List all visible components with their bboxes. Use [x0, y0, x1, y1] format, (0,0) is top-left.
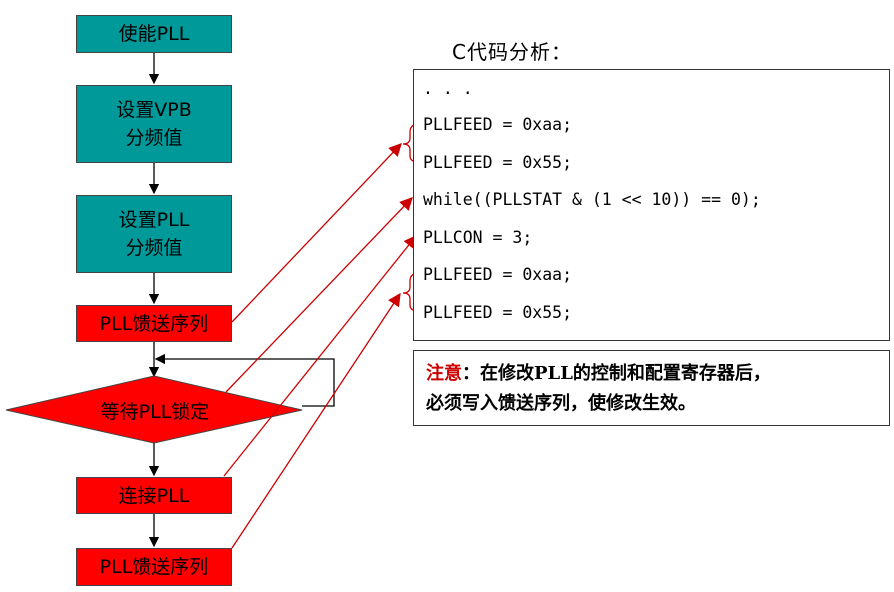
enable-pll-label: 使能PLL: [118, 23, 190, 45]
wait-lock-diamond: [5, 375, 303, 444]
code-line-feed-55-2: PLLFEED = 0x55;: [423, 303, 573, 322]
connect-pll-box: 连接PLL: [76, 477, 232, 514]
map-arrow-feed1: [231, 143, 402, 323]
pll-feed-label-2: PLL馈送序列: [99, 556, 209, 578]
connect-pll-label: 连接PLL: [118, 484, 190, 507]
map-arrow-feed2: [231, 292, 401, 549]
map-arrow-connect: [223, 234, 417, 477]
pll-feed-sequence-box-2: PLL馈送序列: [76, 548, 232, 586]
pll-feed-label-1: PLL馈送序列: [99, 312, 209, 335]
set-vpb-label-line2: 分频值: [125, 127, 183, 149]
note-colon: ：: [462, 363, 480, 384]
note-line-1: 注意：在修改PLL的控制和配置寄存器后，: [426, 359, 889, 389]
feed-brace-2: [402, 272, 420, 312]
code-line-feed-55-1: PLLFEED = 0x55;: [423, 153, 573, 172]
set-pll-divider-box: 设置PLL 分频值: [76, 195, 232, 273]
wait-lock-label: 等待PLL锁定: [100, 400, 210, 423]
set-vpb-divider-box: 设置VPB 分频值: [76, 85, 232, 163]
wait-loop-arrow: [154, 353, 335, 407]
note-text-1: 在修改PLL的控制和配置寄存器后，: [480, 363, 771, 384]
note-label: 注意: [426, 363, 462, 384]
set-vpb-label-line1: 设置VPB: [116, 99, 192, 121]
note-panel: 注意：在修改PLL的控制和配置寄存器后， 必须写入馈送序列，使修改生效。: [413, 350, 890, 426]
code-line-feed-aa-1: PLLFEED = 0xaa;: [423, 115, 573, 134]
set-pll-label-line1: 设置PLL: [118, 209, 190, 231]
code-line-ellipsis: . . .: [423, 79, 473, 98]
pll-feed-sequence-box-1: PLL馈送序列: [76, 305, 232, 342]
note-text-2: 必须写入馈送序列，使修改生效。: [426, 393, 696, 414]
code-analysis-title: C代码分析：: [452, 40, 572, 64]
code-line-pllcon: PLLCON = 3;: [423, 228, 533, 247]
code-panel: . . . PLLFEED = 0xaa; PLLFEED = 0x55; wh…: [413, 69, 890, 341]
code-line-feed-aa-2: PLLFEED = 0xaa;: [423, 265, 573, 284]
feed-brace-1: [402, 123, 420, 163]
set-pll-label-line2: 分频值: [125, 237, 183, 259]
enable-pll-box: 使能PLL: [76, 15, 232, 53]
code-line-wait-lock: while((PLLSTAT & (1 << 10)) == 0);: [423, 190, 761, 209]
map-arrow-wait: [225, 197, 413, 393]
